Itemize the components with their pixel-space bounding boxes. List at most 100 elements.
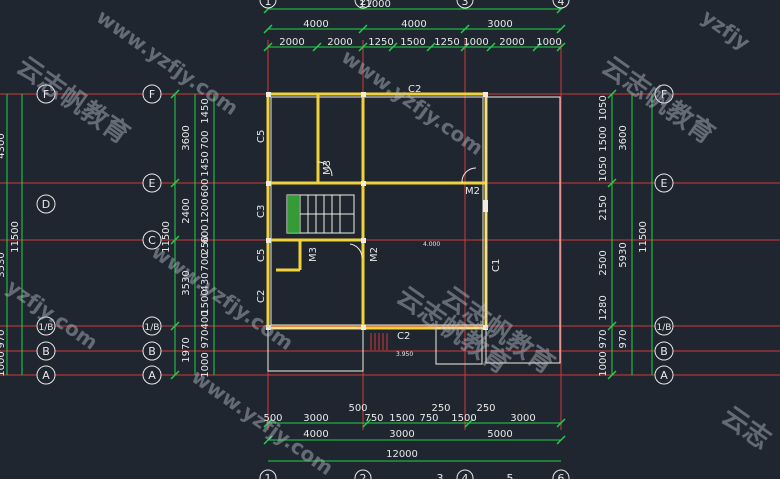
dim-left-r1-4: 1200 xyxy=(200,198,211,223)
dim-bot-r1-8: 250 xyxy=(476,403,495,414)
dim-right-r1-0: 1050 xyxy=(598,95,609,120)
axis-top-1: 1 xyxy=(265,0,272,8)
label-c2-left: C2 xyxy=(256,290,267,303)
dim-bot-total: 12000 xyxy=(386,449,418,460)
dim-bot-r1-2: 500 xyxy=(348,403,367,414)
dim-right-r2-1: 5930 xyxy=(618,242,629,267)
axis-farleft-1b: 1/B xyxy=(39,323,54,333)
dim-right-r1-4: 2500 xyxy=(598,250,609,275)
right-dimension-texts: 1050 1500 1050 2150 2500 1280 970 1000 3… xyxy=(598,95,649,376)
stair-landing xyxy=(287,195,300,233)
dim-top-r1-1: 4000 xyxy=(401,19,426,30)
dim-bot-r1-3: 750 xyxy=(364,413,383,424)
dim-bot-r1-5: 750 xyxy=(419,413,438,424)
dim-right-r1-7: 1000 xyxy=(598,351,609,376)
dim-farleft-4: 1000 xyxy=(0,351,7,376)
bottom-dimension-texts: 500 3000 500 750 1500 750 250 1500 250 3… xyxy=(263,403,535,460)
axis-labels: 1 2 3 4 1 2 3 4 5 6 F E C 1/B B A F E 1/… xyxy=(39,0,672,479)
opening-labels: C2 C5 C3 C5 C2 M3 M3 M2 M2 C1 C2 xyxy=(256,84,502,342)
level-bottom: 3.950 xyxy=(396,351,413,358)
axis-left-c: C xyxy=(148,234,156,247)
dim-bot-r1-1: 3000 xyxy=(303,413,328,424)
top-dimension-texts: 11000 4000 4000 3000 2000 2000 1250 1500… xyxy=(279,0,561,48)
axis-right-1b: 1/B xyxy=(657,323,672,333)
dim-top-r2-7: 1000 xyxy=(536,37,561,48)
axis-top-2: 2 xyxy=(360,0,367,8)
dim-left-r1-3: 600 xyxy=(200,178,211,197)
dim-bot-r1-4: 1500 xyxy=(389,413,414,424)
dimension-lines xyxy=(6,8,653,462)
dim-left-r1-1: 700 xyxy=(200,130,211,149)
dim-right-r1-3: 2150 xyxy=(598,195,609,220)
axis-left-1b: 1/B xyxy=(145,323,160,333)
axis-bottom-3: 3 xyxy=(437,472,444,479)
dim-bot-r1-7: 1500 xyxy=(451,413,476,424)
label-m2-center: M2 xyxy=(369,247,380,262)
dim-bot-r1-0: 500 xyxy=(263,413,282,424)
axis-top-4: 4 xyxy=(558,0,565,8)
label-c1: C1 xyxy=(491,259,502,272)
dim-left-r1-7: 700 xyxy=(200,252,211,271)
dim-left-r1-6: 250 xyxy=(200,235,211,254)
dim-left-r1-8: 430 xyxy=(200,272,211,291)
dim-right-r2-2: 970 xyxy=(618,329,629,348)
axis-farleft-f: F xyxy=(43,88,49,101)
axis-bottom-2: 2 xyxy=(360,472,367,479)
dim-farleft-2: 3530 xyxy=(0,252,7,277)
axis-right-b: B xyxy=(660,345,668,358)
label-m2-right: M2 xyxy=(465,186,480,197)
dim-left-total: 11500 xyxy=(161,221,172,253)
label-m3-lower: M3 xyxy=(308,247,319,262)
dim-left-r1-0: 1450 xyxy=(200,98,211,123)
dim-bot-r1-9: 3000 xyxy=(510,413,535,424)
dim-bot-r2-1: 3000 xyxy=(389,429,414,440)
label-c5-upper: C5 xyxy=(256,130,267,143)
dim-right-r1-6: 970 xyxy=(598,329,609,348)
label-c5-lower: C5 xyxy=(256,249,267,262)
axis-left-e: E xyxy=(149,177,156,190)
dim-top-r2-1: 2000 xyxy=(327,37,352,48)
dim-left-r1-2: 1450 xyxy=(200,151,211,176)
axis-farleft-b: B xyxy=(42,345,50,358)
dim-right-total: 11500 xyxy=(638,221,649,253)
dim-left-r1-5: 600 xyxy=(200,224,211,243)
axis-right-a: A xyxy=(660,369,668,382)
dim-farleft-0: 11500 xyxy=(10,221,21,253)
dim-top-r2-2: 1250 xyxy=(368,37,393,48)
dim-top-r2-6: 2000 xyxy=(499,37,524,48)
dim-left-r1-10: 400 xyxy=(200,310,211,329)
label-c3: C3 xyxy=(256,205,267,218)
dim-left-r2-0: 3600 xyxy=(181,125,192,150)
label-m3-upper: M3 xyxy=(322,160,333,175)
label-c2-top: C2 xyxy=(408,84,421,95)
axis-bottom-6: 6 xyxy=(558,472,565,479)
balcony xyxy=(370,333,388,350)
dim-left-r2-1: 2400 xyxy=(181,198,192,223)
dim-left-r2-3: 1970 xyxy=(181,337,192,362)
axis-farleft-a: A xyxy=(42,369,50,382)
level-main: 4.000 xyxy=(423,241,440,248)
axis-right-e: E xyxy=(661,177,668,190)
dim-right-r1-1: 1500 xyxy=(598,126,609,151)
dim-top-r2-5: 1000 xyxy=(463,37,488,48)
dim-top-total: 11000 xyxy=(359,0,391,10)
dim-bot-r1-6: 250 xyxy=(431,403,450,414)
axis-bubbles xyxy=(36,0,674,479)
axis-bottom-4: 4 xyxy=(462,472,469,479)
dim-farleft-1: 4300 xyxy=(0,133,7,158)
dim-top-r1-2: 3000 xyxy=(487,19,512,30)
axis-left-a: A xyxy=(148,369,156,382)
label-c2-bottom: C2 xyxy=(397,331,410,342)
dim-top-r1-0: 4000 xyxy=(303,19,328,30)
dim-bot-r2-2: 5000 xyxy=(487,429,512,440)
dim-top-r2-0: 2000 xyxy=(279,37,304,48)
axis-farleft-d: D xyxy=(42,198,50,211)
dim-top-r2-3: 1500 xyxy=(400,37,425,48)
columns xyxy=(266,92,488,330)
dim-bot-r2-0: 4000 xyxy=(303,429,328,440)
axis-bottom-5: 5 xyxy=(507,472,514,479)
axis-left-f: F xyxy=(149,88,155,101)
far-left-dimension-texts: 11500 4300 3530 970 1000 xyxy=(0,133,21,376)
dim-left-r1-12: 1000 xyxy=(200,352,211,377)
